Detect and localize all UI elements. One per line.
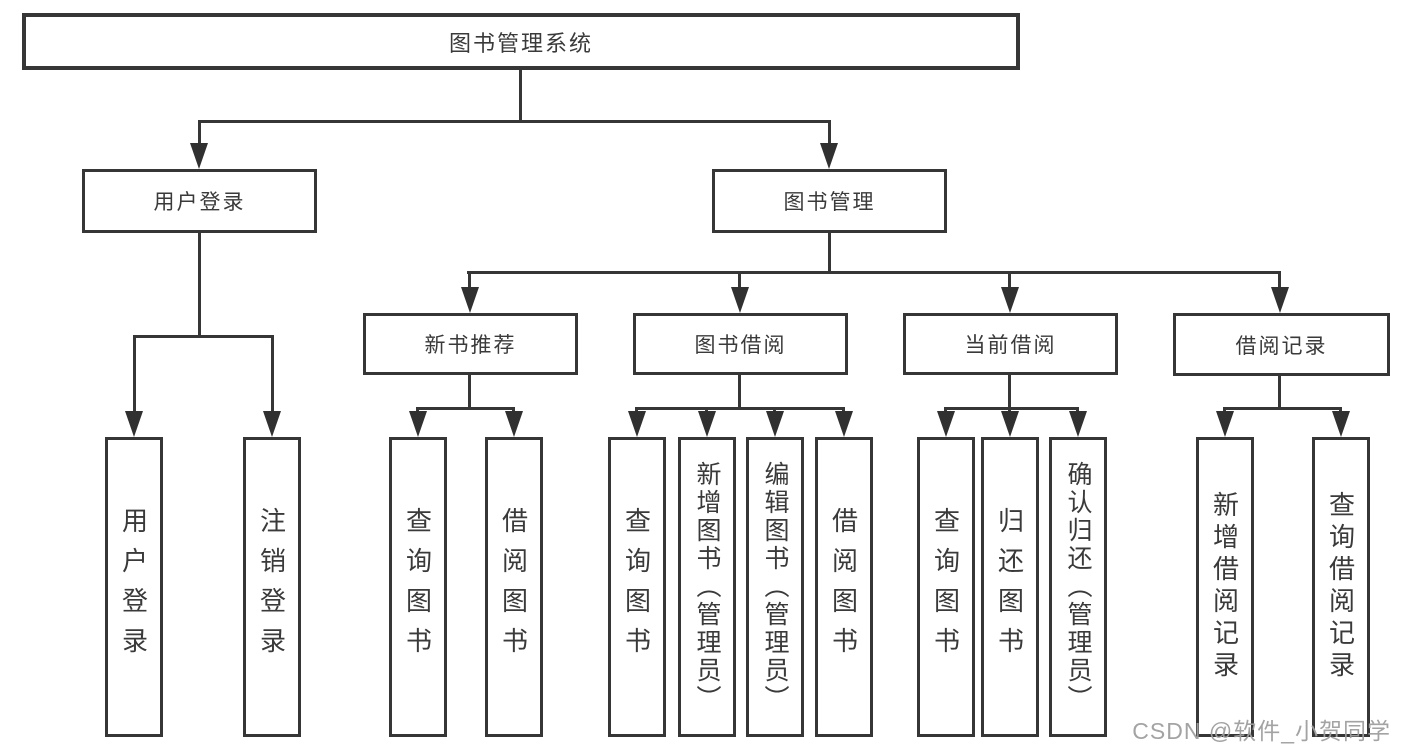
connector-leaf-stem: [512, 407, 515, 414]
connector-leaf-stem: [1076, 407, 1079, 414]
csdn-watermark: CSDN @软件_小贺同学: [1132, 718, 1391, 744]
connector-group-rail: [635, 407, 845, 410]
arrowhead-leaf: [937, 411, 955, 437]
arrowhead-current-borrowing: [1001, 287, 1019, 313]
arrowhead-leaf: [263, 411, 281, 437]
node-borrowing-records: 借阅记录: [1173, 313, 1390, 376]
leaf-confirm-return-admin: 确认归还（管理员）: [1049, 437, 1107, 737]
connector-level3-stem: [738, 271, 741, 290]
arrowhead-leaf: [766, 411, 784, 437]
connector-leaf-stem: [133, 335, 136, 414]
connector-leaf-stem: [271, 335, 274, 414]
connector-level3-stem: [1008, 271, 1011, 290]
connector-root-stem: [519, 69, 522, 123]
connector-user-login-rail: [133, 335, 274, 338]
node-new-book-recommend: 新书推荐: [363, 313, 578, 375]
node-book-borrowing: 图书借阅: [633, 313, 848, 375]
leaf-borrow-books: 借阅图书: [815, 437, 873, 737]
connector-level2-rail: [198, 120, 831, 123]
connector-level3-stem: [468, 271, 471, 290]
connector-leaf-stem: [773, 407, 776, 414]
node-user-login: 用户登录: [82, 169, 317, 233]
arrowhead-new-book-recommend: [461, 287, 479, 313]
connector-leaf-stem: [705, 407, 708, 414]
leaf-query-books-recommend: 查询图书: [389, 437, 447, 737]
arrowhead-user-login: [190, 143, 208, 169]
connector-level3-rail: [467, 271, 1281, 274]
leaf-return-books: 归还图书: [981, 437, 1039, 737]
connector-leaf-stem: [944, 407, 947, 414]
connector-group-down: [738, 375, 741, 410]
leaf-query-books-borrowing: 查询图书: [608, 437, 666, 737]
connector-group-down: [1008, 375, 1011, 410]
connector-group-down: [1278, 376, 1281, 410]
connector-leaf-stem: [1223, 407, 1226, 414]
node-book-management: 图书管理: [712, 169, 947, 233]
connector-level3-stem: [1278, 271, 1281, 290]
connector-book-mgmt-stem: [828, 120, 831, 146]
connector-leaf-stem: [635, 407, 638, 414]
arrowhead-leaf: [125, 411, 143, 437]
arrowhead-leaf: [1216, 411, 1234, 437]
node-root: 图书管理系统: [22, 13, 1020, 70]
leaf-query-books-current: 查询图书: [917, 437, 975, 737]
arrowhead-leaf: [409, 411, 427, 437]
connector-leaf-stem: [842, 407, 845, 414]
arrowhead-leaf: [628, 411, 646, 437]
arrowhead-leaf: [698, 411, 716, 437]
connector-leaf-stem: [1339, 407, 1342, 414]
arrowhead-leaf: [1332, 411, 1350, 437]
arrowhead-borrowing-records: [1271, 287, 1289, 313]
connector-group-rail: [1223, 407, 1342, 410]
node-current-borrowing: 当前借阅: [903, 313, 1118, 375]
connector-book-mgmt-down: [828, 233, 831, 273]
arrowhead-leaf: [835, 411, 853, 437]
leaf-add-borrow-record: 新增借阅记录: [1196, 437, 1254, 737]
leaf-edit-books-admin: 编辑图书（管理员）: [746, 437, 804, 737]
connector-group-rail: [416, 407, 515, 410]
leaf-query-borrow-record: 查询借阅记录: [1312, 437, 1370, 737]
leaf-user-login: 用户登录: [105, 437, 163, 737]
connector-group-rail: [944, 407, 1079, 410]
arrowhead-leaf: [505, 411, 523, 437]
leaf-add-books-admin: 新增图书（管理员）: [678, 437, 736, 737]
arrowhead-leaf: [1001, 411, 1019, 437]
connector-leaf-stem: [1008, 407, 1011, 414]
leaf-logout: 注销登录: [243, 437, 301, 737]
connector-user-login-down: [198, 233, 201, 337]
connector-user-login-stem: [198, 120, 201, 146]
connector-leaf-stem: [416, 407, 419, 414]
arrowhead-leaf: [1069, 411, 1087, 437]
arrowhead-book-mgmt: [820, 143, 838, 169]
connector-group-down: [468, 375, 471, 410]
arrowhead-book-borrowing: [731, 287, 749, 313]
leaf-borrow-books-recommend: 借阅图书: [485, 437, 543, 737]
